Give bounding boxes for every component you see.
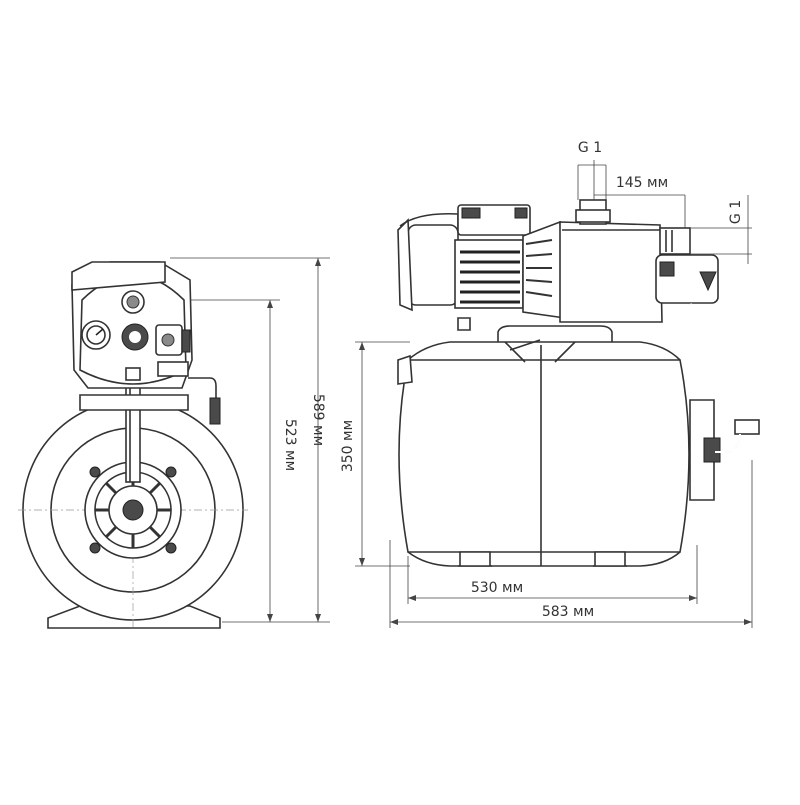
tank-flange: [689, 399, 715, 501]
motor-fan-cover: [407, 224, 459, 306]
dim-583: 583 мм: [542, 604, 594, 620]
dim-g1-top: G 1: [578, 140, 602, 156]
bell-housing: [522, 220, 566, 319]
front-view: 523 мм 589 мм: [18, 257, 330, 629]
side-view: G 1 145 мм G 1 350 мм 530 мм 583 мм: [340, 140, 760, 628]
pump-head: [559, 221, 663, 323]
tank-side: [398, 359, 690, 553]
dim-530: 530 мм: [471, 580, 523, 596]
inlet-fitting: [659, 227, 691, 255]
dim-g1-side: G 1: [728, 200, 744, 224]
motor-body: [454, 239, 524, 309]
dim-350: 350 мм: [340, 420, 356, 472]
tank-foot-left: [459, 551, 491, 566]
dim-523: 523 мм: [282, 419, 298, 471]
tank-foot-right: [594, 551, 626, 566]
dim-589: 589 мм: [310, 394, 326, 446]
pump-cradle: [79, 394, 189, 411]
dim-145: 145 мм: [616, 175, 668, 191]
